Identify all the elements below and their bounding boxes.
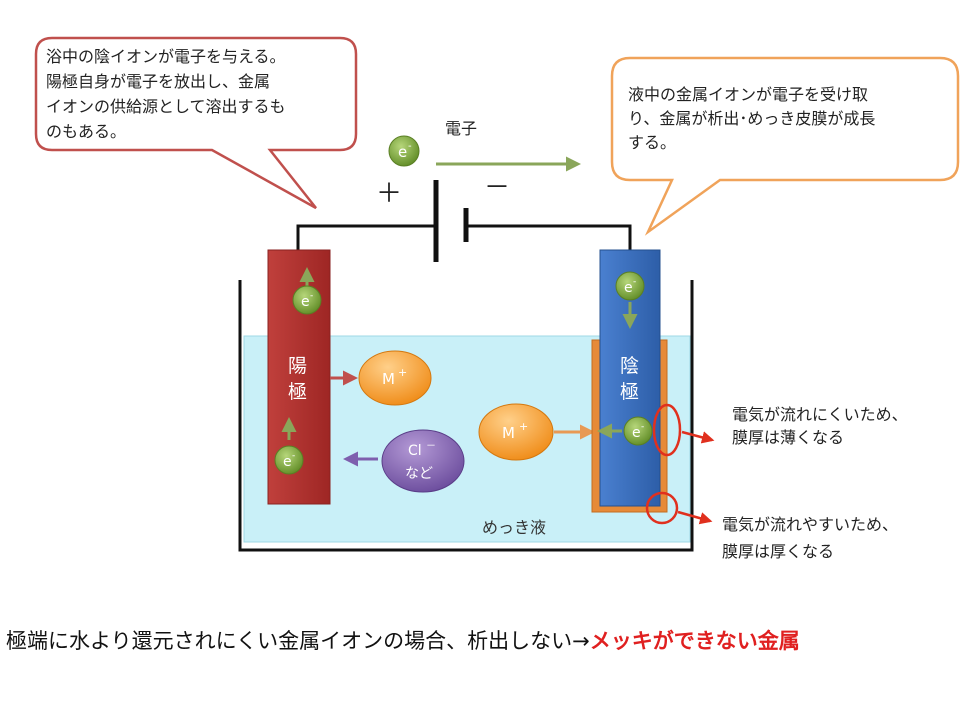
metal-ion-anode-symbol: M (382, 370, 395, 388)
anode-char2: 極 (288, 381, 307, 403)
cathode-electron-interface (623, 416, 653, 446)
bottom-highlight-text: メッキができない金属 (590, 629, 800, 653)
anode-electron-bottom-symbol: e (283, 454, 292, 470)
metal-ion-anode (358, 350, 432, 406)
thin-film-highlight (652, 403, 682, 457)
wire-right (466, 224, 632, 250)
thin-film-note-arrow (681, 430, 715, 444)
cathode-char1: 陰 (620, 355, 639, 377)
anode-char1: 陽 (288, 355, 307, 377)
bath-label: めっき液 (482, 518, 546, 537)
tank (238, 280, 694, 552)
minus-sign: － (484, 173, 510, 203)
bottom-main-text: 極端に水より還元されにくい金属イオンの場合、析出しない→ (6, 629, 590, 653)
metal-ion-cathode (478, 403, 554, 461)
electron-top-symbol: e (398, 143, 407, 161)
thick-film-highlight (645, 491, 679, 525)
thin-note-line1: 電気が流れにくいため、 (732, 405, 908, 424)
anode-electron-top-symbol: e (301, 294, 310, 310)
chloride-ion-symbol: Cl (408, 443, 422, 459)
electron-top-sup: - (408, 141, 412, 152)
cathode-electron-top-sup: - (633, 277, 636, 287)
wire-left (296, 224, 436, 250)
callout-left-line1: 浴中の陰イオンが電子を与える。 (46, 47, 286, 66)
callout-left-line2: 陽極自身が電子を放出し、金属 (46, 72, 270, 91)
chloride-ion-sub: など (405, 466, 433, 482)
thin-note-line2: 膜厚は薄くなる (732, 428, 844, 447)
bottom-statement: 極端に水より還元されにくい金属イオンの場合、析出しない→メッキができない金属 (6, 629, 800, 653)
chloride-ion-sup: － (426, 441, 436, 452)
cathode-electron-interface-symbol: e (632, 425, 641, 441)
chloride-ion (381, 429, 465, 493)
thick-film-note-arrow (677, 510, 713, 525)
electron-label: 電子 (445, 119, 477, 138)
callout-right-line2: り、金属が析出･めっき皮膜が成長 (628, 109, 875, 128)
callout-left-line4: のもある。 (46, 122, 126, 141)
cathode-electron-interface-sup: - (641, 422, 644, 432)
callout-right-bubble (610, 56, 960, 236)
cathode-electron-top-symbol: e (624, 280, 633, 296)
thick-note-line2: 膜厚は厚くなる (722, 542, 834, 561)
cathode-char2: 極 (620, 381, 639, 403)
anode-electron-top-sup: - (310, 291, 313, 301)
callout-left-bubble (34, 36, 358, 210)
metal-ion-cathode-symbol: M (502, 424, 515, 442)
thick-note-line1: 電気が流れやすいため、 (722, 515, 898, 534)
anode-electron-bottom-sup: - (292, 451, 295, 461)
callout-left-line3: イオンの供給源として溶出するも (46, 97, 286, 116)
plus-sign: ＋ (376, 179, 402, 209)
anode-electron-bottom (274, 445, 304, 475)
callout-right-line1: 液中の金属イオンが電子を受け取 (628, 85, 868, 104)
cathode-electron-top (615, 271, 645, 301)
anode-electron-top (292, 285, 322, 315)
electron-top (388, 135, 420, 167)
metal-ion-cathode-sup: + (519, 420, 528, 433)
metal-ion-anode-sup: + (398, 366, 407, 379)
callout-right-line3: する。 (628, 133, 676, 152)
